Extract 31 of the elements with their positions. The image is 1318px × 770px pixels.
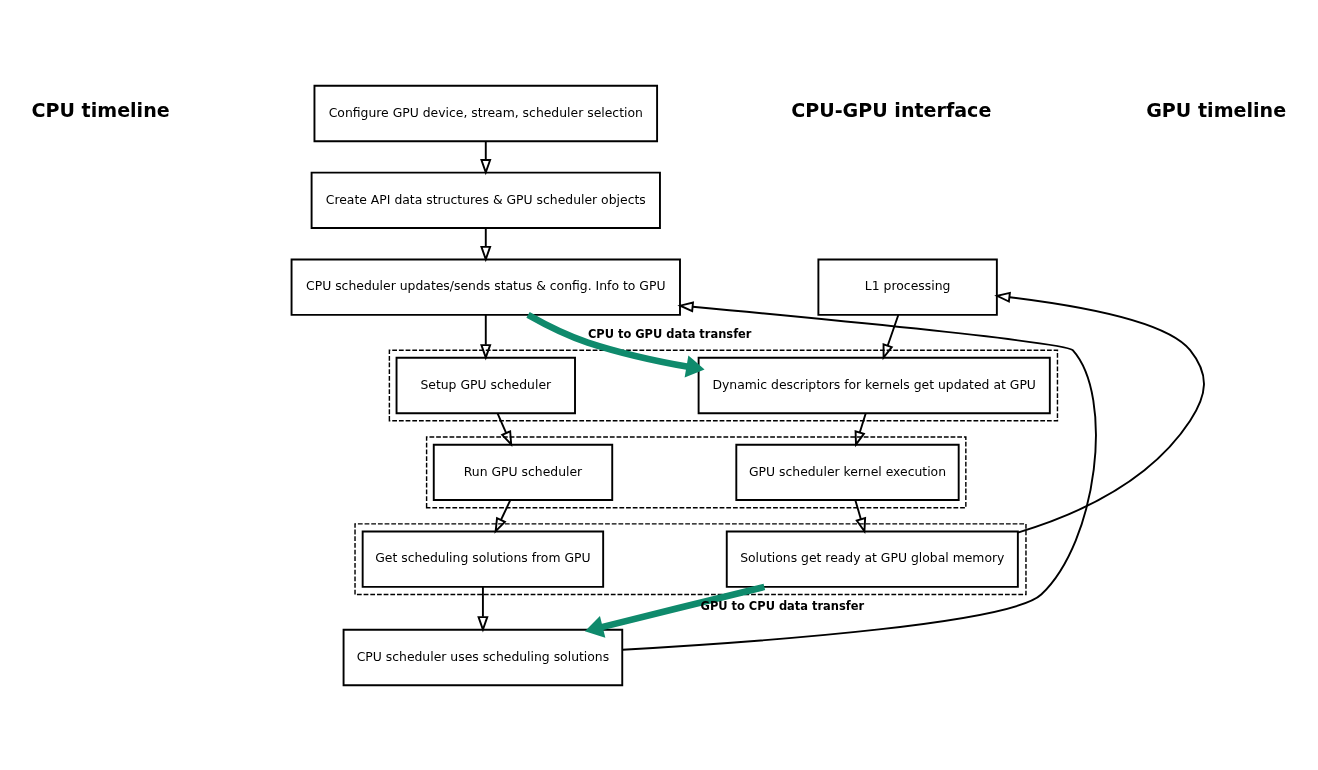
node-box: Dynamic descriptors for kernels get updated at GPU bbox=[697, 356, 1051, 414]
arrow bbox=[494, 498, 512, 534]
node-box: CPU scheduler updates/sends status & config. Info to GPU bbox=[290, 258, 681, 316]
node-box: GPU scheduler kernel execution bbox=[735, 443, 960, 501]
arrow bbox=[882, 313, 900, 360]
edge-label: CPU to GPU data transfer bbox=[587, 326, 752, 341]
arrow bbox=[496, 411, 513, 447]
arrow bbox=[480, 139, 492, 175]
cluster bbox=[388, 348, 1059, 422]
node-box: Configure GPU device, stream, scheduler selection bbox=[313, 84, 659, 142]
arrow bbox=[854, 498, 867, 534]
arrow bbox=[621, 300, 1097, 651]
node-box: Run GPU scheduler bbox=[432, 443, 614, 501]
node-box: CPU scheduler uses scheduling solutions bbox=[342, 628, 624, 686]
label: CPU-GPU interface bbox=[791, 98, 992, 121]
arrow bbox=[994, 291, 1205, 533]
node-box: Setup GPU scheduler bbox=[395, 356, 576, 414]
arrow bbox=[584, 583, 766, 638]
arrow bbox=[480, 313, 492, 360]
arrow bbox=[477, 585, 489, 632]
node-box: Get scheduling solutions from GPU bbox=[361, 530, 605, 588]
node-box: Create API data structures & GPU scheduler objects bbox=[310, 171, 661, 229]
cluster bbox=[354, 522, 1027, 595]
label: CPU timeline bbox=[31, 98, 170, 121]
cluster bbox=[425, 435, 967, 508]
edge-label: GPU to CPU data transfer bbox=[700, 598, 865, 613]
arrow bbox=[480, 226, 492, 262]
node-box: Solutions get ready at GPU global memory bbox=[725, 530, 1019, 588]
node-box: L1 processing bbox=[817, 258, 998, 316]
label: GPU timeline bbox=[1146, 98, 1287, 121]
arrow bbox=[854, 411, 867, 447]
